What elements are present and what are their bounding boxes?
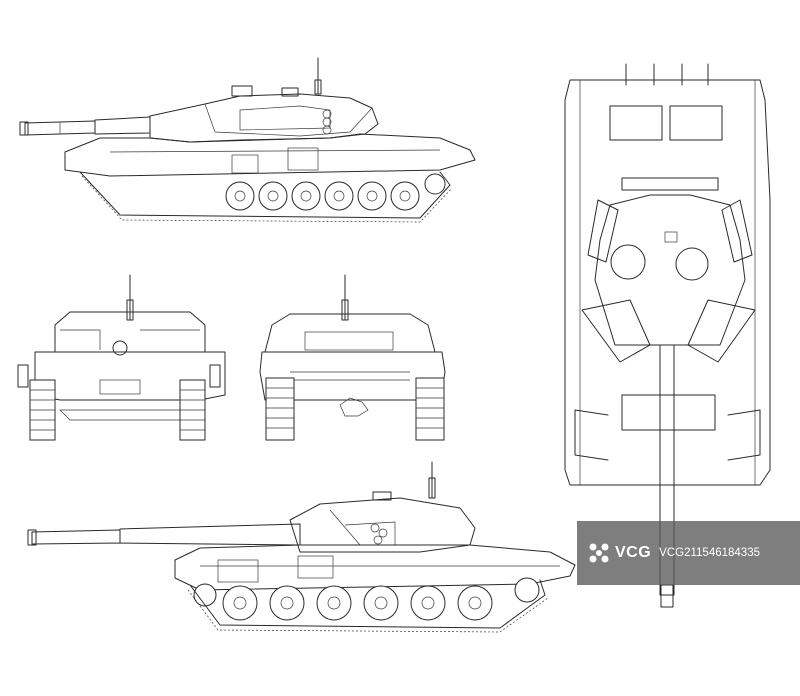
side-view-right-facing: [27, 461, 576, 633]
cupola: [372, 491, 392, 501]
muzzle: [19, 121, 29, 136]
turret-rear: [264, 313, 436, 353]
hull: [64, 133, 476, 177]
rear-view: [259, 274, 446, 441]
road-wheels: [193, 577, 540, 621]
left-track: [265, 377, 295, 441]
watermark-brand: VCG: [615, 544, 652, 561]
watermark: VCG VCG211546184335: [577, 521, 800, 585]
hull: [174, 544, 576, 591]
muzzle: [27, 529, 37, 546]
top-view: [564, 63, 771, 608]
hull-outline: [564, 79, 771, 486]
vcg-logo: VCG: [587, 541, 651, 565]
track: [189, 579, 546, 629]
turret: [149, 93, 379, 143]
gun-barrel: [24, 116, 151, 136]
side-view-left-facing: [19, 57, 476, 223]
gun-barrel: [659, 344, 675, 596]
track: [79, 171, 451, 219]
commander-cupola: [231, 85, 253, 97]
vcg-logo-icon: [589, 543, 609, 563]
gun-barrel: [31, 523, 301, 546]
muzzle: [660, 584, 674, 608]
gunner-hatch: [675, 247, 709, 281]
commander-hatch: [610, 244, 646, 280]
watermark-image-id: VCG211546184335: [659, 547, 760, 559]
rear-exhausts: [625, 63, 709, 86]
right-track: [415, 377, 445, 441]
turret: [289, 497, 476, 553]
turret-top: [594, 194, 746, 346]
front-view: [17, 274, 226, 441]
road-wheels: [225, 173, 446, 211]
gun-muzzle: [112, 340, 128, 356]
